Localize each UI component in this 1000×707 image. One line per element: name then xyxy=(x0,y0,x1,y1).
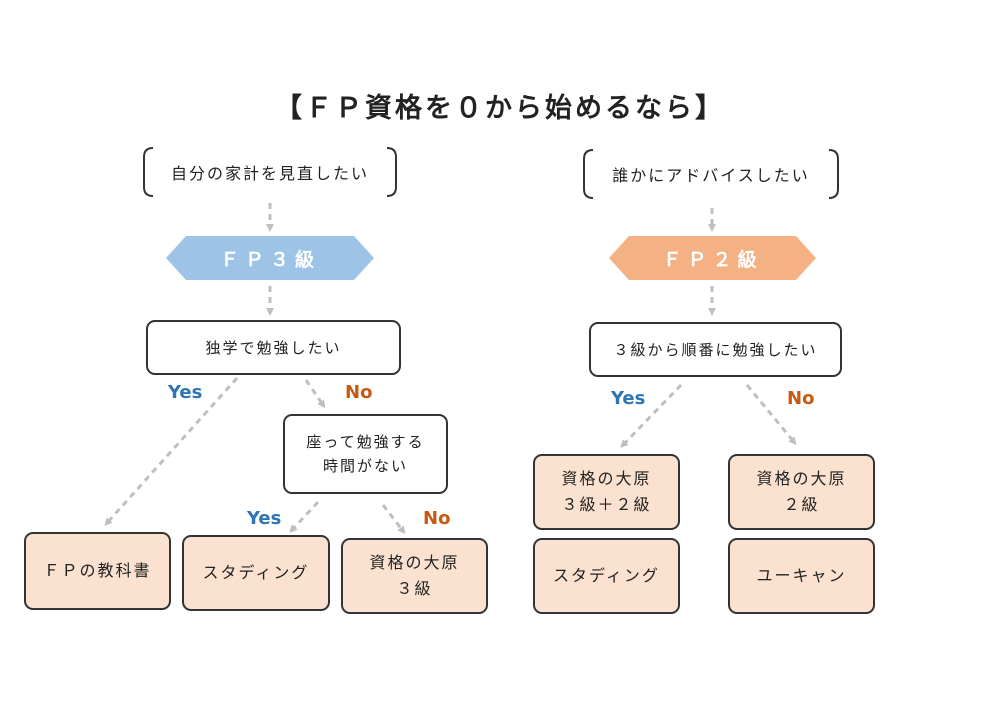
result-studying-right: スタディング xyxy=(533,538,680,614)
hexagon-shape-fp2 xyxy=(609,236,816,280)
result-studying-left: スタディング xyxy=(182,535,330,611)
question-self-study: 独学で勉強したい xyxy=(146,320,401,375)
label-yes-left: Yes xyxy=(168,382,203,403)
result-ohara-2: 資格の大原 ２級 xyxy=(728,454,875,530)
level-fp2: ＦＰ２級 xyxy=(609,236,816,280)
bracket-right-open xyxy=(583,149,594,199)
question-household: 自分の家計を見直したい xyxy=(170,164,369,183)
result-ohara-3: 資格の大原 ３級 xyxy=(341,538,488,614)
level-fp3: ＦＰ３級 xyxy=(166,236,374,280)
label-no-right: No xyxy=(787,388,815,409)
bracket-right-close xyxy=(828,149,839,199)
arrow-left-no xyxy=(304,379,326,409)
question-in-order: ３級から順番に勉強したい xyxy=(589,322,842,377)
result-ucan: ユーキャン xyxy=(728,538,875,614)
arrow-left-yes2 xyxy=(289,500,320,533)
label-no-left-2: No xyxy=(423,508,451,529)
arrow-right-yes xyxy=(620,383,683,448)
page-title: 【ＦＰ資格を０から始めるなら】 xyxy=(275,93,725,124)
result-ohara-3-plus-2: 資格の大原 ３級＋２級 xyxy=(533,454,680,530)
result-fp-textbook: ＦＰの教科書 xyxy=(24,532,171,610)
hexagon-shape-fp3 xyxy=(166,236,374,280)
question-advise: 誰かにアドバイスしたい xyxy=(612,166,810,185)
label-no-left: No xyxy=(345,382,373,403)
arrow-left-no2 xyxy=(381,504,406,535)
arrow-right-no xyxy=(745,384,797,446)
question-no-time: 座って勉強する 時間がない xyxy=(283,414,448,494)
label-yes-left-2: Yes xyxy=(247,508,282,529)
bracket-left-open xyxy=(143,147,154,197)
label-yes-right: Yes xyxy=(611,388,646,409)
bracket-left-close xyxy=(386,147,397,197)
